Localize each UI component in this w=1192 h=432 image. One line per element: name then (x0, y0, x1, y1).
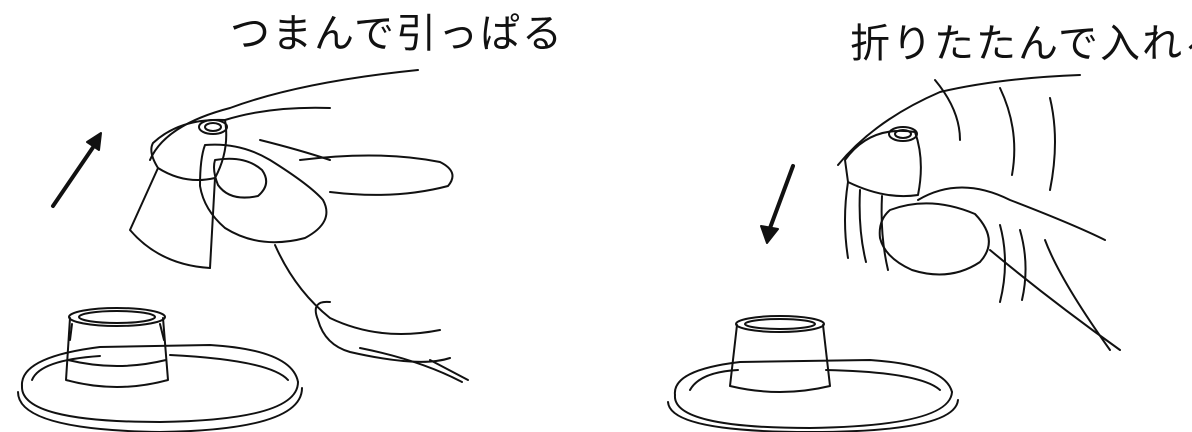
base-plate-icon (668, 360, 958, 432)
pull-illustration (0, 0, 600, 432)
hand-icon (150, 70, 468, 382)
fold-illustration (600, 0, 1192, 432)
arrow-down-left-icon (761, 166, 793, 243)
cup-icon (730, 316, 830, 392)
ear-tip-icon (845, 127, 921, 270)
ear-tip-icon (130, 120, 227, 268)
step-fold-caption: 折りたたんで入れる (850, 21, 1192, 67)
step-pull-panel: つまんで引っぱる (0, 0, 600, 432)
step-pull-caption: つまんで引っぱる (230, 11, 564, 57)
cup-icon (66, 308, 168, 387)
step-fold-panel: 折りたたんで入れる (600, 0, 1192, 432)
base-plate-icon (18, 324, 302, 432)
arrow-up-right-icon (53, 133, 101, 206)
hand-icon (838, 75, 1120, 350)
